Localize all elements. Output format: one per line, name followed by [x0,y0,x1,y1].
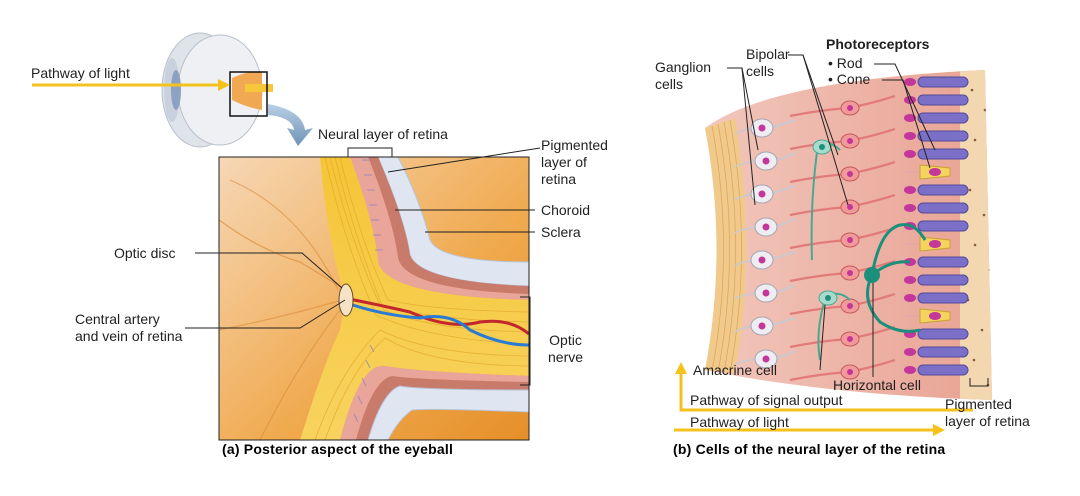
ganglion-cells [734,118,796,369]
rod-cell [904,346,969,358]
pathway-of-light-arrow-b [674,424,945,436]
label-horizontal: Horizontal cell [833,377,921,393]
bipolar-cell [789,160,896,184]
rod-cell [904,148,969,160]
zoom-box [229,71,268,117]
bipolar-cell [789,226,896,250]
label-neural-layer: Neural layer of retina [318,126,448,142]
bipolar-cell [789,193,896,217]
bipolar-cell [789,94,896,118]
cone-cell [905,308,951,324]
label-optic-disc: Optic disc [114,245,176,261]
label-choroid: Choroid [541,202,591,218]
zoom-arrow [268,104,313,146]
bipolar-cell [789,259,896,283]
label-central-artery: Central artery and vein of retina [75,311,183,344]
label-rod: • Rod [828,55,863,71]
rod-cell [904,274,969,286]
cone-cell [905,236,951,252]
retina-cells-diagram [705,70,992,400]
cone-cell [905,164,951,180]
caption-b: (b) Cells of the neural layer of the ret… [673,441,946,457]
ganglion-cell [734,151,796,171]
label-signal-output: Pathway of signal output [690,392,843,408]
pathway-of-light-arrow-a [32,79,230,91]
label-bipolar: Bipolar cells [746,46,790,79]
bipolar-cells [789,94,896,382]
bipolar-cell [789,127,896,151]
rod-cell [904,130,969,142]
rod-cell [904,256,969,268]
label-cone: • Cone [828,71,871,87]
label-optic-nerve: Optic nerve [548,332,584,365]
signal-output-arrow [675,362,973,412]
ganglion-cell [734,217,796,237]
bipolar-cell [789,292,896,316]
ganglion-cell [734,118,796,138]
bipolar-cell [789,358,896,382]
eyeball-icon [161,32,273,148]
ganglion-cell [734,250,796,270]
horizontal-cell [864,223,927,333]
amacrine-cells [810,139,851,361]
label-amacrine: Amacrine cell [693,362,778,378]
rod-cell [904,112,969,124]
ganglion-cell [734,184,796,204]
ganglion-cell [734,316,796,336]
label-photoreceptors: Photoreceptors [826,36,930,52]
rod-cell [904,364,969,376]
posterior-eyeball-diagram [219,157,529,440]
magnified-frame [218,156,530,441]
label-pathway-of-light-a: Pathway of light [31,65,130,81]
label-sclera: Sclera [541,224,581,240]
rod-cell [904,202,969,214]
label-pigmented-layer-a: Pigmented layer of retina [541,137,608,187]
rod-cell [904,292,969,304]
label-ganglion: Ganglion cells [655,59,712,92]
caption-a: (a) Posterior aspect of the eyeball [222,441,454,457]
ganglion-cell [734,349,796,369]
label-pathway-of-light-b: Pathway of light [690,414,789,430]
rod-cell [904,76,969,88]
panel-b-leaders [727,54,989,387]
ganglion-cell [734,283,796,303]
bipolar-cell [789,325,896,349]
label-pigmented-layer-b: Pigmented layer of retina [945,396,1030,429]
rods-and-cones [904,76,969,376]
rod-cell [904,184,969,196]
panel-a-leaders [185,147,541,386]
